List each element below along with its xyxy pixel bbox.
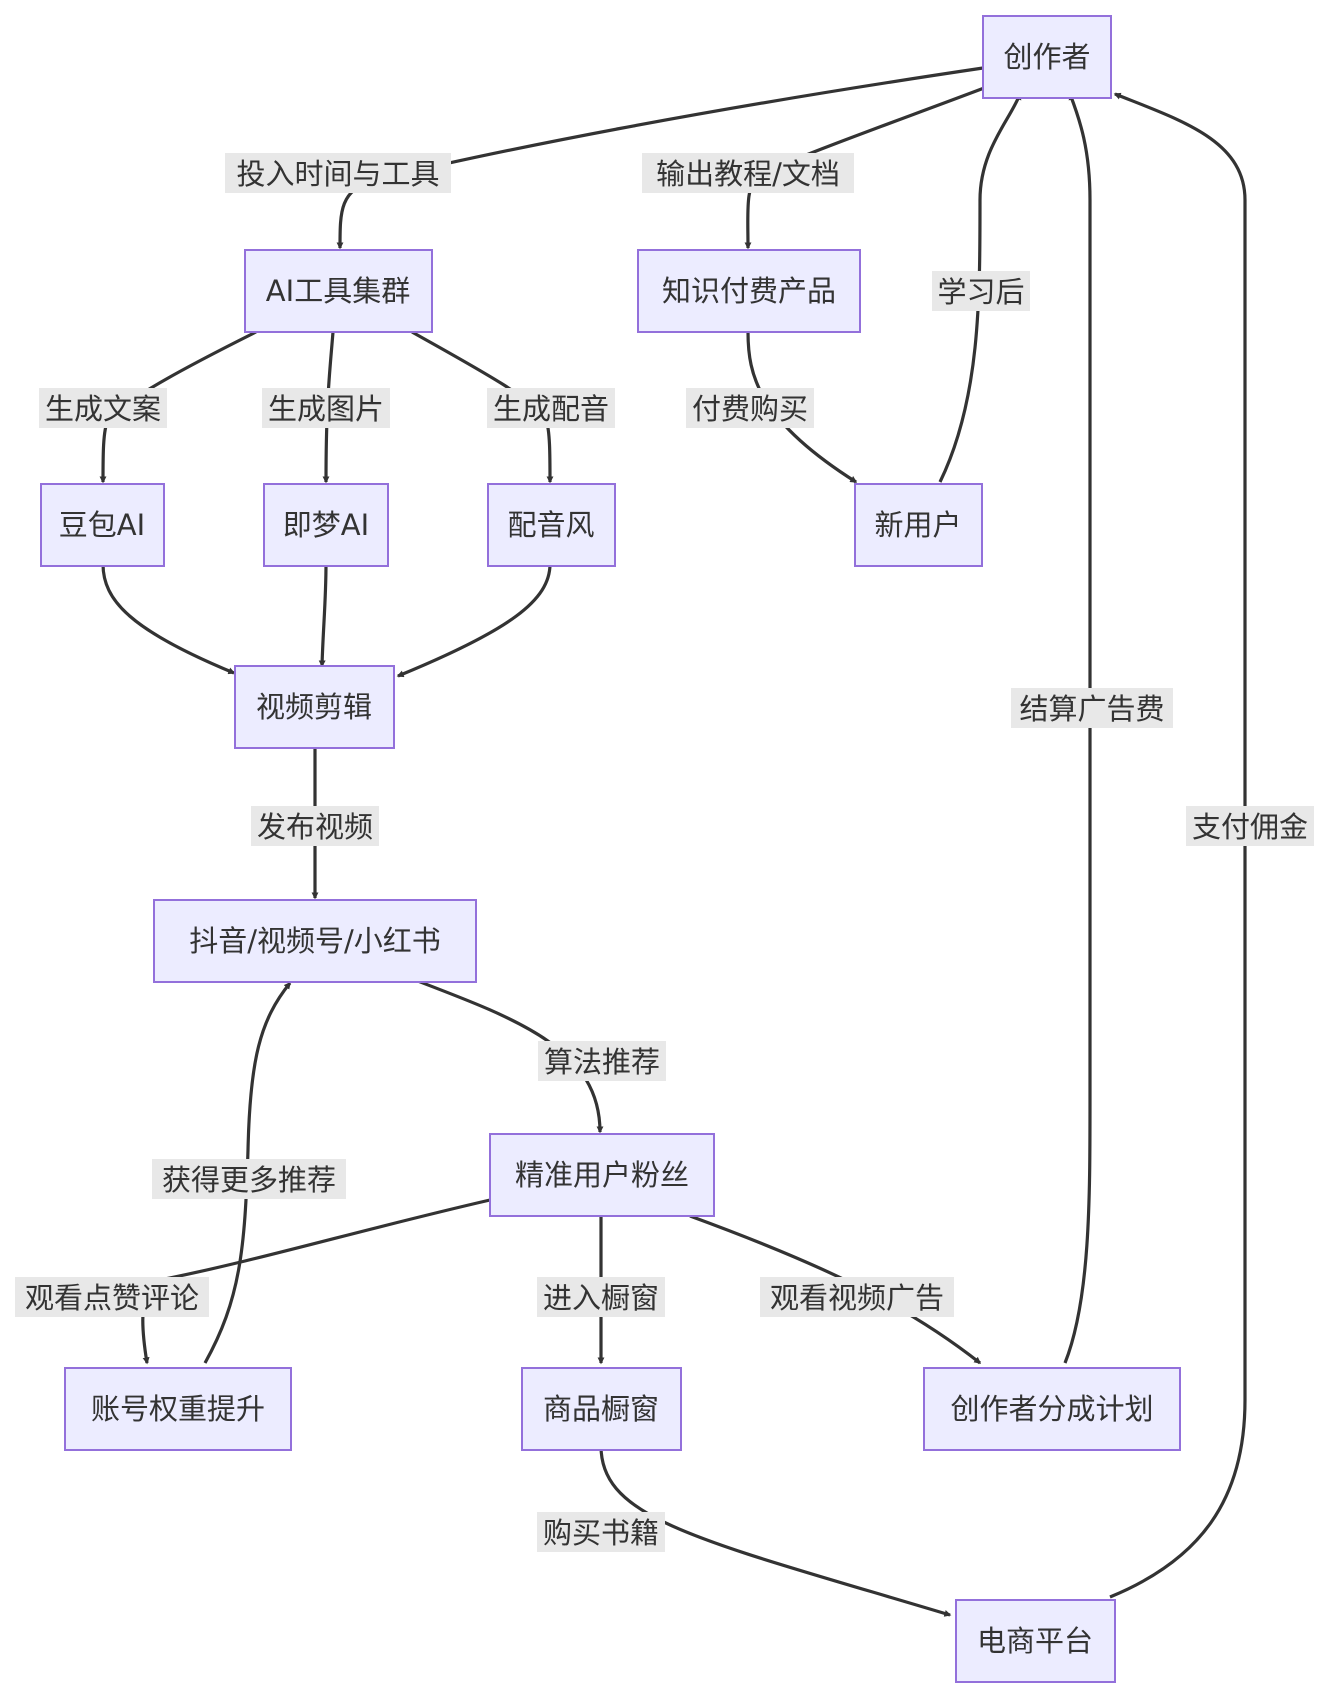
- svg-text:结算广告费: 结算广告费: [1019, 692, 1164, 726]
- svg-text:精准用户粉丝: 精准用户粉丝: [515, 1158, 689, 1192]
- svg-text:算法推荐: 算法推荐: [544, 1045, 660, 1079]
- edge-creator-to-ai-tools: [336, 66, 984, 250]
- node-weight[interactable]: 账号权重提升: [64, 1367, 292, 1451]
- edge-label-output-tutorial: 输出教程/文档: [642, 153, 854, 193]
- edge-platforms-to-fans: [414, 978, 604, 1134]
- svg-text:输出教程/文档: 输出教程/文档: [656, 157, 840, 191]
- svg-text:AI工具集群: AI工具集群: [266, 274, 410, 308]
- svg-text:生成文案: 生成文案: [45, 392, 161, 426]
- edge-peiyin-to-edit: [396, 563, 552, 678]
- svg-text:进入橱窗: 进入橱窗: [543, 1281, 659, 1315]
- svg-text:新用户: 新用户: [874, 508, 961, 542]
- edge-showcase-to-ecommerce: [599, 1445, 952, 1617]
- edge-jimeng-to-edit: [318, 563, 328, 668]
- node-fans[interactable]: 精准用户粉丝: [489, 1133, 715, 1217]
- svg-text:获得更多推荐: 获得更多推荐: [162, 1163, 336, 1197]
- node-creator[interactable]: 创作者: [982, 15, 1112, 99]
- svg-text:生成图片: 生成图片: [268, 392, 384, 426]
- svg-text:购买书籍: 购买书籍: [543, 1516, 659, 1550]
- svg-text:投入时间与工具: 投入时间与工具: [236, 157, 439, 191]
- svg-text:知识付费产品: 知识付费产品: [662, 274, 836, 308]
- svg-text:学习后: 学习后: [937, 275, 1024, 309]
- node-ai-tools[interactable]: AI工具集群: [244, 249, 433, 333]
- node-revshare[interactable]: 创作者分成计划: [923, 1367, 1181, 1451]
- node-doubao[interactable]: 豆包AI: [40, 483, 165, 567]
- svg-text:账号权重提升: 账号权重提升: [91, 1392, 265, 1426]
- edge-revshare-to-creator: [1063, 92, 1092, 1364]
- svg-text:观看点赞评论: 观看点赞评论: [25, 1281, 199, 1315]
- svg-text:商品橱窗: 商品橱窗: [543, 1392, 659, 1426]
- edge-label-buy-books: 购买书籍: [537, 1512, 665, 1552]
- edge-ecommerce-to-creator: [1109, 92, 1247, 1599]
- svg-text:抖音/视频号/小红书: 抖音/视频号/小红书: [189, 924, 441, 958]
- svg-text:创作者分成计划: 创作者分成计划: [950, 1392, 1153, 1426]
- svg-text:配音风: 配音风: [507, 508, 594, 542]
- svg-text:付费购买: 付费购买: [692, 392, 808, 426]
- svg-text:观看视频广告: 观看视频广告: [770, 1281, 944, 1315]
- node-jimeng[interactable]: 即梦AI: [263, 483, 389, 567]
- node-edit[interactable]: 视频剪辑: [234, 665, 395, 749]
- node-peiyin[interactable]: 配音风: [487, 483, 616, 567]
- edge-label-engage: 观看点赞评论: [15, 1277, 209, 1317]
- svg-text:支付佣金: 支付佣金: [1192, 810, 1308, 844]
- svg-text:即梦AI: 即梦AI: [283, 508, 369, 542]
- edge-label-watch-ads: 观看视频广告: [760, 1277, 954, 1317]
- edge-label-gen-copy: 生成文案: [39, 388, 167, 428]
- edge-label-invest: 投入时间与工具: [225, 153, 451, 193]
- edge-label-publish: 发布视频: [251, 806, 379, 846]
- edge-label-settle-ads: 结算广告费: [1011, 688, 1173, 728]
- edge-weight-to-platforms: [203, 981, 292, 1364]
- edge-label-pay-buy: 付费购买: [686, 388, 814, 428]
- edge-label-gen-voice: 生成配音: [487, 388, 615, 428]
- svg-text:生成配音: 生成配音: [493, 392, 609, 426]
- edge-newuser-to-creator: [938, 92, 1022, 483]
- node-knowledge[interactable]: 知识付费产品: [637, 249, 861, 333]
- edge-label-gen-image: 生成图片: [262, 388, 390, 428]
- svg-text:豆包AI: 豆包AI: [59, 508, 145, 542]
- edge-label-algo: 算法推荐: [538, 1041, 666, 1081]
- svg-text:发布视频: 发布视频: [257, 810, 373, 844]
- svg-text:电商平台: 电商平台: [977, 1624, 1093, 1658]
- node-new-user[interactable]: 新用户: [854, 483, 983, 567]
- node-platforms[interactable]: 抖音/视频号/小红书: [153, 899, 477, 983]
- node-ecommerce[interactable]: 电商平台: [955, 1599, 1116, 1683]
- svg-text:视频剪辑: 视频剪辑: [256, 690, 372, 724]
- edge-label-after-learn: 学习后: [932, 271, 1030, 311]
- edge-label-enter-showcase: 进入橱窗: [537, 1277, 665, 1317]
- node-showcase[interactable]: 商品橱窗: [521, 1367, 682, 1451]
- svg-text:创作者: 创作者: [1003, 40, 1090, 74]
- edge-doubao-to-edit: [101, 563, 236, 675]
- edge-label-commission: 支付佣金: [1186, 806, 1314, 846]
- edge-label-more-rec: 获得更多推荐: [152, 1159, 346, 1199]
